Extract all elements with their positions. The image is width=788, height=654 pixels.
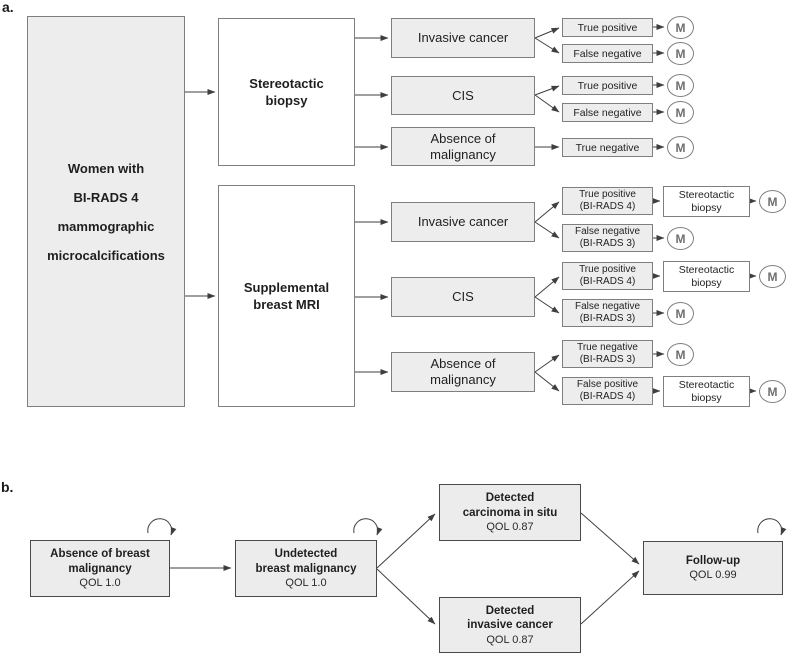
- mri-cis-false-negative-birads3-box: False negative (BI-RADS 3): [562, 299, 653, 327]
- followon-biopsy-box-1: Stereotactic biopsy: [663, 186, 750, 217]
- mri-false-negative-birads3-box: False negative (BI-RADS 3): [562, 224, 653, 252]
- panel-b-label: b.: [1, 479, 14, 495]
- biopsy-cis-true-positive-box: True positive: [562, 76, 653, 95]
- mri-cis-true-positive-birads4-box: True positive (BI-RADS 4): [562, 262, 653, 290]
- markov-node-icon: M: [667, 42, 694, 65]
- state-undetected-breast-malignancy: Undetected breast malignancy QOL 1.0: [235, 540, 377, 597]
- biopsy-true-positive-box: True positive: [562, 18, 653, 37]
- panel-a-label: a.: [2, 0, 14, 15]
- markov-node-icon: M: [667, 136, 694, 159]
- state-name: Follow-up: [685, 554, 741, 567]
- mri-false-positive-birads4-box: False positive (BI-RADS 4): [562, 377, 653, 405]
- markov-node-icon: M: [667, 302, 694, 325]
- state-qol: QOL 1.0: [285, 577, 327, 589]
- markov-node-icon: M: [759, 380, 786, 403]
- root-population-box: Women with BI-RADS 4 mammographic microc…: [27, 16, 185, 407]
- state-name: Absence of breast malignancy: [50, 548, 150, 575]
- state-qol: QOL 1.0: [79, 577, 121, 589]
- state-absence-breast-malignancy: Absence of breast malignancy QOL 1.0: [30, 540, 170, 597]
- markov-node-icon: M: [667, 343, 694, 366]
- mri-cis-box: CIS: [391, 277, 535, 317]
- markov-node-icon: M: [759, 190, 786, 213]
- state-detected-carcinoma-in-situ: Detected carcinoma in situ QOL 0.87: [439, 484, 581, 541]
- state-qol: QOL 0.99: [689, 569, 737, 582]
- mri-absence-malignancy-box: Absence of malignancy: [391, 352, 535, 392]
- mri-invasive-cancer-box: Invasive cancer: [391, 202, 535, 242]
- markov-node-icon: M: [667, 101, 694, 124]
- biopsy-cis-false-negative-box: False negative: [562, 103, 653, 122]
- biopsy-invasive-cancer-box: Invasive cancer: [391, 18, 535, 58]
- biopsy-false-negative-box: False negative: [562, 44, 653, 63]
- mri-true-negative-birads3-box: True negative (BI-RADS 3): [562, 340, 653, 368]
- biopsy-true-negative-box: True negative: [562, 138, 653, 157]
- state-qol: QOL 0.87: [486, 633, 534, 646]
- followon-biopsy-box-2: Stereotactic biopsy: [663, 261, 750, 292]
- markov-node-icon: M: [759, 265, 786, 288]
- biopsy-cis-box: CIS: [391, 76, 535, 115]
- state-name: Detected invasive cancer: [467, 604, 553, 632]
- markov-node-icon: M: [667, 16, 694, 39]
- state-qol: QOL 0.87: [486, 521, 534, 533]
- biopsy-absence-malignancy-box: Absence of malignancy: [391, 127, 535, 166]
- mri-true-positive-birads4-box: True positive (BI-RADS 4): [562, 187, 653, 215]
- followon-biopsy-box-3: Stereotactic biopsy: [663, 376, 750, 407]
- strategy-stereotactic-biopsy-box: Stereotactic biopsy: [218, 18, 355, 166]
- state-name: Undetected breast malignancy: [255, 548, 357, 575]
- state-follow-up: Follow-up QOL 0.99: [643, 541, 783, 595]
- strategy-supplemental-mri-box: Supplemental breast MRI: [218, 185, 355, 407]
- markov-node-icon: M: [667, 227, 694, 250]
- markov-node-icon: M: [667, 74, 694, 97]
- state-name: Detected carcinoma in situ: [462, 492, 558, 519]
- state-detected-invasive-cancer: Detected invasive cancer QOL 0.87: [439, 597, 581, 653]
